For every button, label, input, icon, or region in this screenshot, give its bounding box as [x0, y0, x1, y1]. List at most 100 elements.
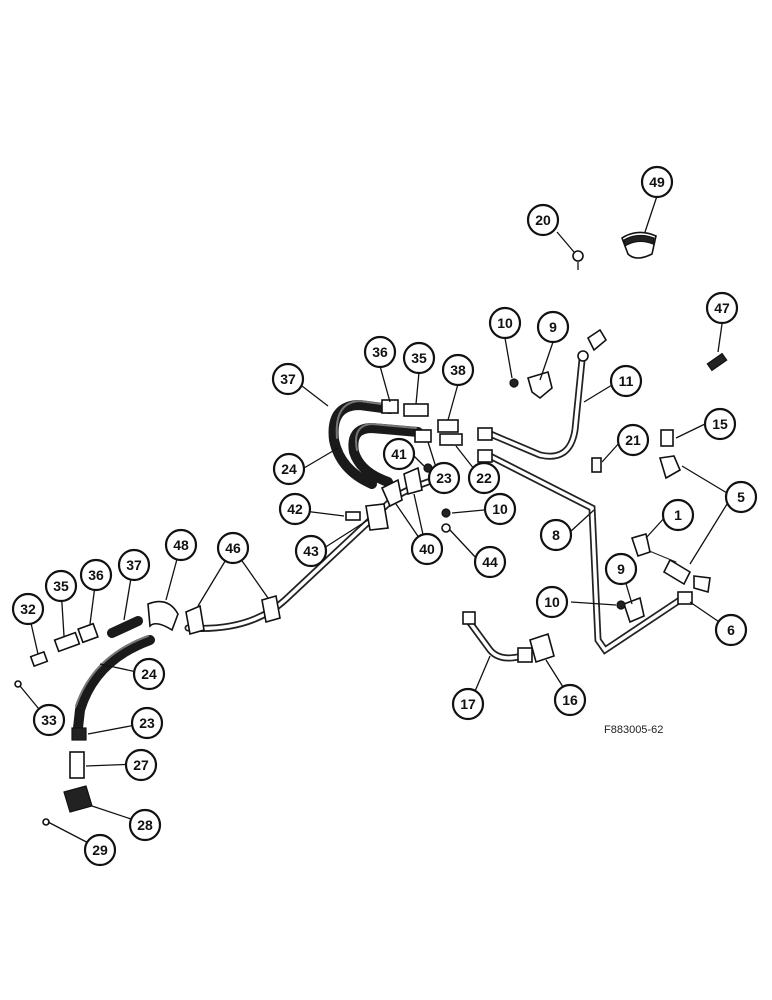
svg-text:28: 28	[137, 817, 153, 833]
hoses	[73, 399, 423, 733]
part-22-fitting	[439, 433, 463, 446]
parts	[14, 231, 728, 826]
svg-text:20: 20	[535, 212, 551, 228]
part-9-clip-lower	[622, 596, 645, 624]
svg-text:41: 41	[391, 446, 407, 462]
callout-35: 35	[44, 569, 78, 603]
callout-36: 36	[363, 335, 397, 369]
svg-text:40: 40	[419, 541, 435, 557]
part-36-nut-lower	[77, 622, 99, 644]
callout-23: 23	[427, 461, 461, 495]
svg-text:10: 10	[544, 594, 560, 610]
callout-33: 33	[32, 703, 66, 737]
callout-6: 6	[714, 613, 748, 647]
callout-8: 8	[539, 518, 573, 552]
part-1-tee	[630, 532, 651, 558]
svg-text:37: 37	[126, 557, 142, 573]
callout-44: 44	[473, 545, 507, 579]
callout-29: 29	[83, 833, 117, 867]
part-16-elbow	[529, 632, 555, 664]
callout-11: 11	[609, 364, 643, 398]
part-20-screw	[572, 250, 584, 262]
callout-47: 47	[705, 291, 739, 325]
svg-text:15: 15	[712, 416, 728, 432]
callout-9: 9	[604, 552, 638, 586]
callout-36: 36	[79, 558, 113, 592]
svg-text:17: 17	[460, 696, 476, 712]
svg-text:35: 35	[411, 350, 427, 366]
tubing	[184, 356, 684, 662]
svg-text:23: 23	[436, 470, 452, 486]
part-32-fitting	[29, 650, 49, 668]
part-35-fitting	[403, 403, 429, 417]
callout-28: 28	[128, 808, 162, 842]
callout-40: 40	[410, 532, 444, 566]
svg-text:21: 21	[625, 432, 641, 448]
svg-text:36: 36	[88, 567, 104, 583]
callout-15: 15	[703, 407, 737, 441]
part-43-bracket	[365, 503, 389, 531]
svg-text:6: 6	[727, 622, 735, 638]
svg-text:11: 11	[619, 373, 634, 389]
part-21-clip	[591, 457, 602, 473]
svg-text:35: 35	[53, 578, 69, 594]
part-35-fitting-lower	[53, 631, 81, 653]
svg-text:47: 47	[714, 300, 730, 316]
svg-text:10: 10	[497, 315, 513, 331]
part-23-nut-lower	[71, 727, 87, 741]
callout-22: 22	[467, 461, 501, 495]
callout-49: 49	[640, 165, 674, 199]
part-41-fitting	[414, 429, 432, 443]
part-9-clip	[527, 370, 553, 400]
callout-27: 27	[124, 748, 158, 782]
part-elbow-top	[586, 328, 608, 352]
part-48-clamp	[147, 600, 179, 632]
part-38-fitting	[437, 419, 459, 433]
callout-46: 46	[216, 531, 250, 565]
callout-10: 10	[535, 585, 569, 619]
callout-5: 5	[724, 480, 758, 514]
part-40-clamp	[380, 478, 403, 508]
callout-16: 16	[553, 683, 587, 717]
callout-43: 43	[294, 534, 328, 568]
part-28-tee	[63, 785, 93, 813]
svg-text:29: 29	[92, 842, 108, 858]
part-27-adapter	[69, 751, 85, 779]
callout-24: 24	[272, 452, 306, 486]
svg-text:16: 16	[562, 692, 578, 708]
figure-id: F883005-62	[604, 724, 664, 736]
svg-text:24: 24	[141, 666, 157, 682]
svg-text:38: 38	[450, 362, 466, 378]
part-10-nut	[509, 378, 519, 388]
svg-text:44: 44	[482, 554, 498, 570]
svg-text:9: 9	[549, 319, 557, 335]
part-33-washer	[14, 680, 22, 688]
svg-text:33: 33	[41, 712, 57, 728]
svg-text:9: 9	[617, 561, 625, 577]
callout-21: 21	[616, 423, 650, 457]
svg-text:5: 5	[737, 489, 745, 505]
callout-38: 38	[441, 353, 475, 387]
svg-text:23: 23	[139, 715, 155, 731]
svg-text:10: 10	[492, 501, 508, 517]
part-15-fitting	[660, 429, 674, 447]
svg-text:1: 1	[674, 507, 682, 523]
svg-text:36: 36	[372, 344, 388, 360]
callout-32: 32	[11, 592, 45, 626]
part-47-fitting	[706, 352, 728, 372]
callout-9: 9	[536, 310, 570, 344]
svg-text:48: 48	[173, 537, 189, 553]
svg-text:43: 43	[303, 543, 319, 559]
callout-48: 48	[164, 528, 198, 562]
part-5-elbow	[662, 558, 692, 586]
svg-text:42: 42	[287, 501, 303, 517]
callout-42: 42	[278, 492, 312, 526]
callouts: 49 20 47 10 9 36 35 38 37 11 15 21 41 23…	[11, 165, 758, 867]
callout-17: 17	[451, 687, 485, 721]
callout-10: 10	[483, 492, 517, 526]
svg-text:46: 46	[225, 540, 241, 556]
part-42-bolt	[345, 511, 361, 521]
svg-text:22: 22	[476, 470, 492, 486]
svg-text:8: 8	[552, 527, 560, 543]
